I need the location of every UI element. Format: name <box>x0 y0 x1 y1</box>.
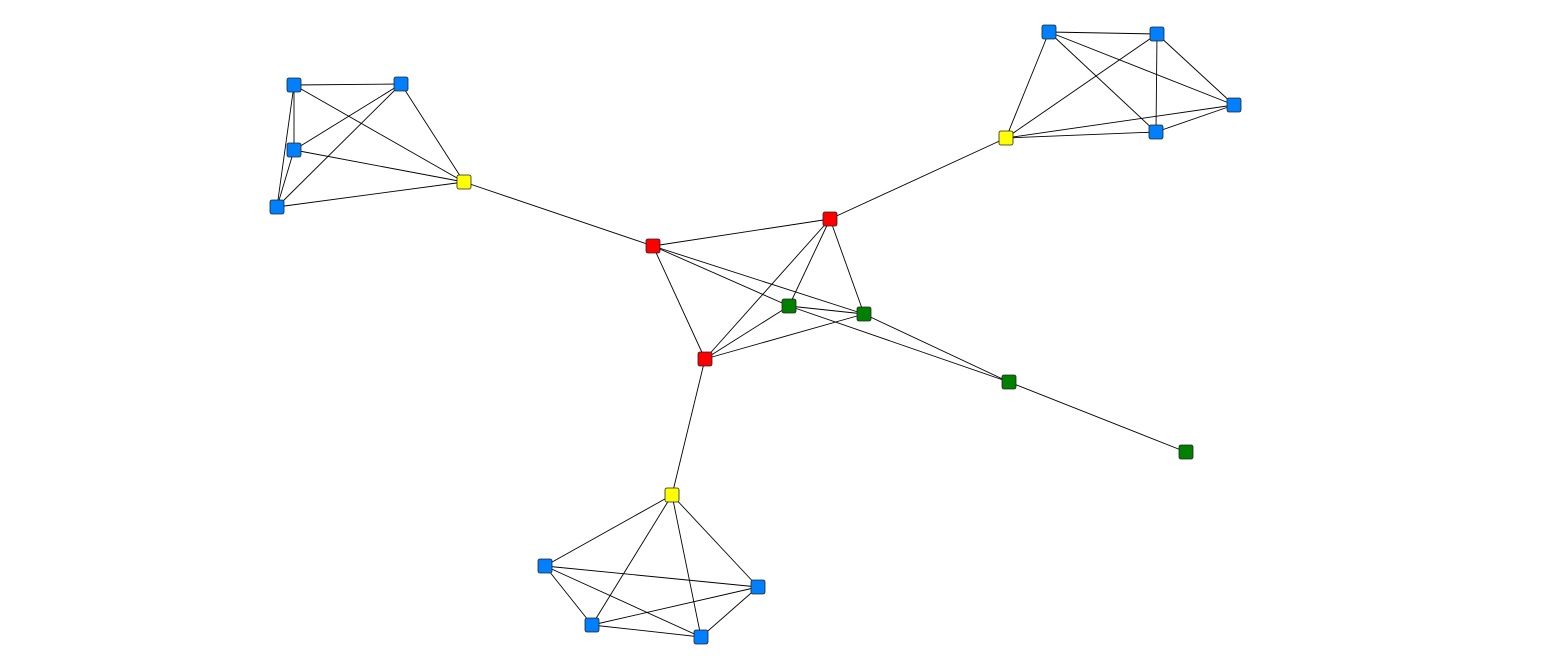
edge-C3-C4 <box>591 624 702 638</box>
edge-R1-R3 <box>652 245 706 360</box>
edge-A3-Y1 <box>293 149 465 183</box>
edge-G2-G3 <box>863 313 1010 383</box>
edge-R2-G2 <box>829 218 865 315</box>
edge-C3-Y3 <box>591 494 673 626</box>
node-Y1[interactable] <box>456 174 472 190</box>
edge-R1-R2 <box>652 218 831 247</box>
edge-C2-C3 <box>591 586 759 626</box>
edge-A2-A4 <box>276 83 402 208</box>
edge-R2-G1 <box>788 218 831 307</box>
node-Y2[interactable] <box>998 130 1014 146</box>
node-B2[interactable] <box>1149 26 1165 42</box>
edge-A1-A2 <box>293 83 402 86</box>
edge-C4-Y3 <box>671 494 702 638</box>
node-C3[interactable] <box>584 617 600 633</box>
edge-A2-Y1 <box>400 83 465 183</box>
edge-B2-B3 <box>1156 33 1235 106</box>
edge-B3-Y2 <box>1005 104 1235 139</box>
edge-R1-G1 <box>652 245 790 307</box>
edge-B1-B3 <box>1048 31 1235 106</box>
edge-B1-B2 <box>1048 31 1158 35</box>
node-R3[interactable] <box>697 351 713 367</box>
edge-R2-Y2 <box>829 137 1007 220</box>
node-R2[interactable] <box>822 211 838 227</box>
edge-C1-C2 <box>544 565 759 588</box>
edge-B2-Y2 <box>1005 33 1158 139</box>
edge-Y1-R1 <box>463 181 654 247</box>
edge-R3-Y3 <box>671 358 706 496</box>
edge-R3-G1 <box>704 305 790 360</box>
edge-A2-A3 <box>293 83 402 151</box>
node-A3[interactable] <box>286 142 302 158</box>
edge-C1-C4 <box>544 565 702 638</box>
node-R1[interactable] <box>645 238 661 254</box>
node-G3[interactable] <box>1001 374 1017 390</box>
edge-A3-A4 <box>276 149 295 208</box>
node-G1[interactable] <box>781 298 797 314</box>
node-C2[interactable] <box>750 579 766 595</box>
edge-A4-Y1 <box>276 181 465 208</box>
edge-A1-Y1 <box>293 84 465 183</box>
edges-layer <box>276 31 1235 638</box>
node-G2[interactable] <box>856 306 872 322</box>
edge-B1-B4 <box>1048 31 1157 133</box>
edge-A1-A4 <box>276 84 295 208</box>
node-B4[interactable] <box>1148 124 1164 140</box>
edge-C2-C4 <box>700 586 759 638</box>
edge-R1-G2 <box>652 245 865 315</box>
node-C1[interactable] <box>537 558 553 574</box>
edge-G1-G2 <box>788 305 865 315</box>
node-A2[interactable] <box>393 76 409 92</box>
node-C4[interactable] <box>693 629 709 645</box>
edge-C1-Y3 <box>544 494 673 567</box>
edge-C2-Y3 <box>671 494 759 588</box>
node-G4[interactable] <box>1178 444 1194 460</box>
node-A4[interactable] <box>269 199 285 215</box>
edge-C1-C3 <box>544 565 593 626</box>
node-Y3[interactable] <box>664 487 680 503</box>
node-A1[interactable] <box>286 77 302 93</box>
edge-G3-G4 <box>1008 381 1187 453</box>
edge-B3-B4 <box>1155 104 1235 133</box>
edge-B2-B4 <box>1155 33 1158 133</box>
node-B1[interactable] <box>1041 24 1057 40</box>
edge-R2-R3 <box>704 218 831 360</box>
edge-B1-Y2 <box>1005 31 1050 139</box>
edge-B4-Y2 <box>1005 131 1157 139</box>
edge-G1-G3 <box>788 305 1010 383</box>
node-B3[interactable] <box>1226 97 1242 113</box>
edge-R3-G2 <box>704 313 865 360</box>
nodes-layer <box>269 24 1242 645</box>
